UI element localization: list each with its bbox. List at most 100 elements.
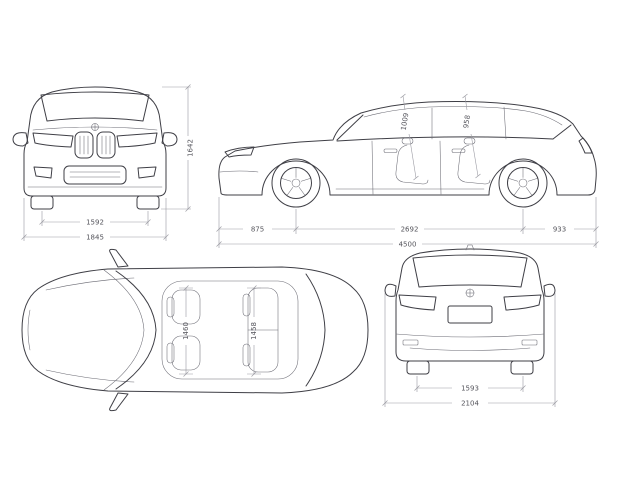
rear-track-ticks xyxy=(414,385,526,391)
rear-wheel-left xyxy=(406,360,430,375)
top-front-grille-arc xyxy=(27,309,31,351)
rear-view xyxy=(384,244,556,375)
front-extension-lines xyxy=(23,86,191,241)
front-lower-intake xyxy=(63,165,127,185)
front-foglight-right xyxy=(137,166,157,179)
side-rear-door-handle xyxy=(451,148,466,153)
rear-track-label: 1593 xyxy=(461,385,479,393)
side-front-overhang-label: 875 xyxy=(251,226,264,234)
rear-taillight-left xyxy=(398,294,437,311)
side-front-headrest xyxy=(401,137,414,145)
front-body-outline xyxy=(23,86,167,197)
side-headroom-rear-line xyxy=(464,95,479,177)
side-taillight xyxy=(578,137,593,154)
side-window-top-line xyxy=(363,106,563,126)
side-rear-overhang-label: 933 xyxy=(553,226,566,234)
front-mirror-right xyxy=(161,132,178,147)
front-view-dimensions: 1592 1845 1642 xyxy=(21,84,195,242)
front-foglight-left xyxy=(33,166,53,179)
top-windshield-arc xyxy=(115,270,157,390)
top-hood-crease-upper xyxy=(45,277,135,291)
side-front-bumper-line xyxy=(219,170,259,173)
side-extension-lines xyxy=(218,197,597,248)
side-body-outline xyxy=(218,101,597,196)
rear-mirror-right xyxy=(543,283,556,297)
side-front-wheel-tire xyxy=(271,158,321,208)
side-a-pillar xyxy=(336,114,364,141)
top-width-front-ticks xyxy=(183,285,189,377)
side-headroom-front-ticks xyxy=(400,93,419,181)
rear-reflector-right xyxy=(521,339,538,346)
front-grille-right xyxy=(96,131,116,159)
front-height-label: 1642 xyxy=(187,139,195,157)
top-width-rear-label: 1458 xyxy=(250,322,258,340)
rear-width-ext xyxy=(384,293,556,407)
side-front-door-cut xyxy=(371,140,374,195)
front-width-ticks xyxy=(21,234,169,240)
side-view xyxy=(218,101,597,208)
rear-width-ticks xyxy=(382,400,558,406)
rear-lower-trim xyxy=(409,347,531,351)
top-body-outline xyxy=(21,266,369,394)
side-row1-ticks xyxy=(216,226,599,232)
side-headroom-front-line xyxy=(402,95,417,179)
side-rear-seat xyxy=(457,144,491,185)
side-rear-wheel-hub xyxy=(518,178,528,188)
side-rear-door-cut xyxy=(439,140,442,195)
top-hood-crease-lower xyxy=(45,369,135,383)
side-headlight xyxy=(224,146,255,158)
side-front-wheel-spokes xyxy=(281,167,311,196)
side-rear-headrest xyxy=(463,137,476,145)
rear-wheel-right xyxy=(510,360,534,375)
side-wheelbase-label: 2692 xyxy=(401,226,419,234)
top-rear-headrest-left xyxy=(242,293,251,317)
side-view-length-dimensions: 875 2692 933 4500 xyxy=(216,197,599,249)
front-width-label: 1845 xyxy=(86,234,104,242)
side-beltline xyxy=(336,136,554,142)
rear-emblem-quarters xyxy=(465,288,475,298)
rear-mirror-left xyxy=(384,283,397,297)
top-cowl-arc xyxy=(103,269,145,391)
front-wheel-right xyxy=(136,195,160,210)
front-headlight-right xyxy=(116,132,158,148)
rear-reflector-left xyxy=(402,339,419,346)
side-length-label: 4500 xyxy=(399,241,417,249)
top-width-rear-ticks xyxy=(251,285,257,377)
rear-body-outline xyxy=(395,248,545,362)
front-track-ticks xyxy=(39,219,151,225)
front-grille-left xyxy=(74,131,94,159)
side-rear-wheel-rim xyxy=(507,167,539,199)
rear-bumper-crease xyxy=(395,333,545,338)
front-track-label: 1592 xyxy=(86,219,104,227)
side-front-wheel-rim xyxy=(280,167,312,199)
front-view xyxy=(12,86,178,210)
front-intake-slats xyxy=(69,171,121,178)
side-length-ticks xyxy=(216,241,599,247)
top-roof-panel xyxy=(161,280,299,380)
side-front-wheel-hub xyxy=(291,178,301,188)
top-front-seat-right-headrest xyxy=(166,342,175,364)
rear-width-label: 2104 xyxy=(461,400,479,408)
side-front-seat xyxy=(395,144,429,185)
rear-antenna-fin xyxy=(465,244,475,251)
front-grille-slats xyxy=(79,135,111,155)
side-headroom-rear-ticks xyxy=(462,93,481,179)
rear-view-dimensions: 1593 2104 xyxy=(382,293,558,408)
top-mirror-upper xyxy=(109,248,129,268)
side-rear-wheel-tire xyxy=(498,158,548,208)
front-windshield xyxy=(40,91,150,122)
top-mirror-lower xyxy=(109,392,129,412)
top-rear-headrest-right xyxy=(242,343,251,367)
side-view-interior-dimensions: 1009 958 xyxy=(400,93,481,181)
front-emblem-quarters xyxy=(91,123,99,131)
side-headroom-front-label: 1009 xyxy=(400,112,411,131)
side-rear-wheel-spokes xyxy=(508,167,538,196)
rear-taillight-right xyxy=(503,294,542,311)
top-view xyxy=(21,248,369,412)
side-headroom-rear-label: 958 xyxy=(462,114,472,128)
front-wheel-left xyxy=(30,195,54,210)
rear-license-plate xyxy=(447,305,493,324)
rear-track-ext xyxy=(416,376,524,392)
